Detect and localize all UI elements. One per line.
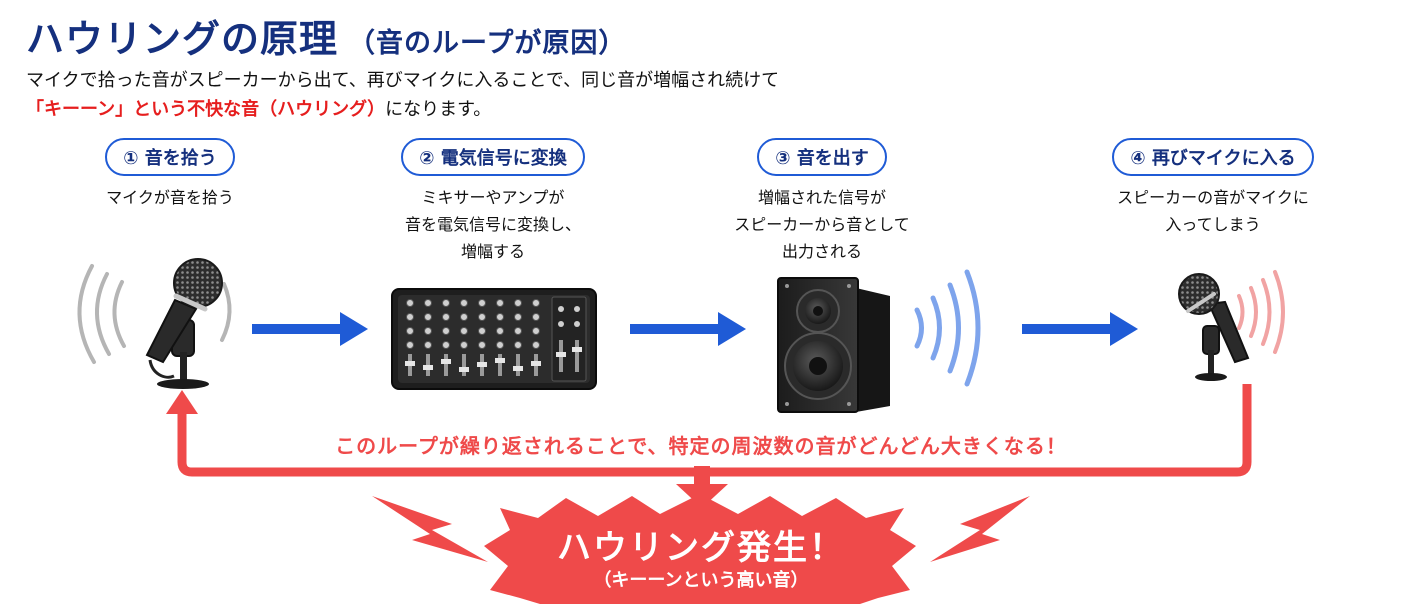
arrow-right-icon <box>630 312 746 346</box>
step-2-desc-line: ミキサーやアンプが <box>421 188 565 207</box>
microphone-icon <box>145 258 223 389</box>
description-highlight: 「キーーン」という不快な音（ハウリング） <box>26 99 386 120</box>
description-line1: マイクで拾った音がスピーカーから出て、再びマイクに入ることで、同じ音が増幅され続… <box>26 70 780 91</box>
step-1-desc: マイクが音を拾う <box>60 184 280 211</box>
title-subtitle: （音のループが原因） <box>348 28 627 59</box>
description-line2-rest: になります。 <box>385 99 492 120</box>
step-3: ③ 音を出す 増幅された信号が スピーカーから音として 出力される <box>712 138 932 265</box>
step-3-desc-line: 出力される <box>781 242 862 261</box>
step-1-label: ① 音を拾う <box>105 138 235 176</box>
sound-waves-blue-icon <box>914 269 981 387</box>
alert-burst <box>484 494 916 604</box>
sound-waves-pink-icon <box>1237 270 1285 354</box>
step-1: ① 音を拾う マイクが音を拾う <box>60 138 280 211</box>
sound-waves-gray-icon <box>77 264 232 364</box>
loop-caption: このループが繰り返されることで、特定の周波数の音がどんどん大きくなる！ <box>335 434 1067 458</box>
alert-title: ハウリング発生！ <box>557 528 845 568</box>
step-4-desc-line: スピーカーの音がマイクに <box>1117 188 1309 207</box>
page-title: ハウリングの原理 （音のループが原因） <box>26 8 626 63</box>
step-2-desc-line: 音を電気信号に変換し、 <box>404 215 581 234</box>
microphone-icon <box>1178 273 1250 381</box>
step-3-desc-line: 増幅された信号が <box>757 188 886 207</box>
lightning-icon <box>930 496 1030 562</box>
title-main: ハウリングの原理 <box>26 17 339 61</box>
step-2-desc: ミキサーやアンプが 音を電気信号に変換し、 増幅する <box>368 184 618 265</box>
step-4-desc: スピーカーの音がマイクに 入ってしまう <box>1088 184 1338 238</box>
arrow-right-icon <box>1022 312 1138 346</box>
step-3-label: ③ 音を出す <box>757 138 887 176</box>
speaker-icon <box>777 277 890 413</box>
step-3-desc: 増幅された信号が スピーカーから音として 出力される <box>712 184 932 265</box>
lightning-icon <box>372 496 488 562</box>
step-1-desc-line: マイクが音を拾う <box>106 188 234 207</box>
step-2: ② 電気信号に変換 ミキサーやアンプが 音を電気信号に変換し、 増幅する <box>368 138 618 265</box>
mixer-icon <box>391 288 597 390</box>
step-4-desc-line: 入ってしまう <box>1165 215 1261 234</box>
step-2-desc-line: 増幅する <box>460 242 525 261</box>
alert-subtitle: （キーーンという高い音） <box>593 570 809 591</box>
step-3-desc-line: スピーカーから音として <box>734 215 910 234</box>
description: マイクで拾った音がスピーカーから出て、再びマイクに入ることで、同じ音が増幅され続… <box>26 66 779 124</box>
description-line2: 「キーーン」という不快な音（ハウリング）になります。 <box>26 95 779 124</box>
step-2-label: ② 電気信号に変換 <box>401 138 585 176</box>
arrow-right-icon <box>252 312 368 346</box>
step-4: ④ 再びマイクに入る スピーカーの音がマイクに 入ってしまう <box>1088 138 1338 238</box>
step-4-label: ④ 再びマイクに入る <box>1112 138 1314 176</box>
